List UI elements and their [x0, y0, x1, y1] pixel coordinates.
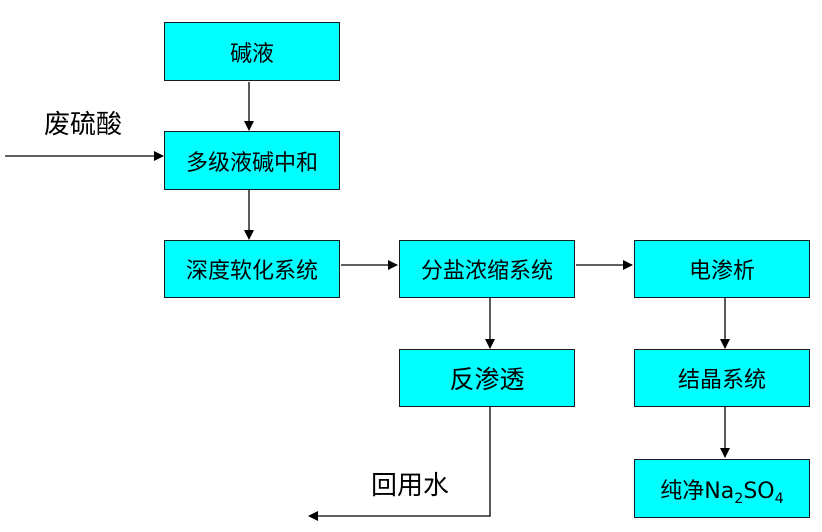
product-subscript-2: 4	[774, 490, 784, 507]
node-product: 纯净Na2SO4	[634, 459, 810, 518]
node-product-label: 纯净Na2SO4	[660, 473, 784, 507]
node-crystallization: 结晶系统	[634, 349, 810, 407]
product-prefix: 纯净Na	[660, 478, 735, 504]
node-neutralization: 多级液碱中和	[164, 131, 340, 190]
node-crystallization-label: 结晶系统	[677, 368, 766, 393]
node-salt-concentration-label: 分盐浓缩系统	[420, 259, 553, 284]
product-subscript-1: 2	[734, 490, 744, 507]
label-reuse-water: 回用水	[371, 471, 450, 501]
node-alkali-label: 碱液	[229, 41, 274, 67]
arrow-ro-to-reuse-water	[308, 407, 491, 521]
node-electrodialysis: 电渗析	[634, 240, 810, 298]
product-mid: SO	[743, 478, 775, 504]
node-reverse-osmosis-label: 反渗透	[449, 365, 525, 394]
node-softening: 深度软化系统	[164, 240, 340, 298]
node-alkali: 碱液	[164, 22, 340, 81]
node-electrodialysis-label: 电渗析	[688, 259, 755, 284]
node-reverse-osmosis: 反渗透	[399, 349, 575, 407]
node-salt-concentration: 分盐浓缩系统	[399, 240, 575, 298]
node-neutralization-label: 多级液碱中和	[185, 150, 318, 176]
label-waste-acid: 废硫酸	[44, 110, 123, 140]
node-softening-label: 深度软化系统	[185, 259, 318, 284]
